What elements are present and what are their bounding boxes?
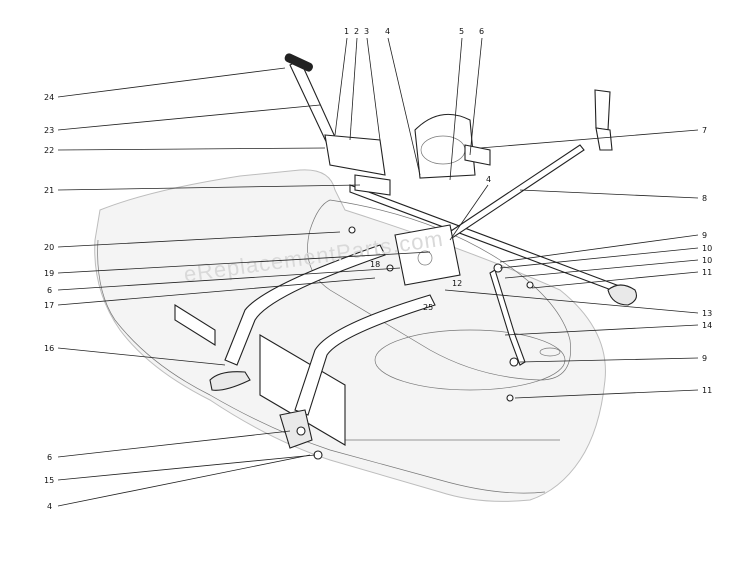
callout-4-left: 4	[47, 502, 52, 511]
callout-6-left-upper: 6	[47, 286, 52, 295]
callout-9-lower: 9	[702, 354, 707, 363]
callout-7: 7	[702, 126, 707, 135]
callout-13: 13	[702, 309, 712, 318]
callout-6-top: 6	[479, 27, 484, 36]
callout-3: 3	[364, 27, 369, 36]
callout-10-upper: 10	[702, 244, 712, 253]
cross-tube	[349, 144, 637, 306]
callout-23: 23	[44, 126, 54, 135]
callout-5: 5	[459, 27, 464, 36]
callout-labels: 1 2 3 4 5 6 24 23 22 21 20 19 6 17 16 6 …	[44, 27, 712, 511]
callout-8: 8	[702, 194, 707, 203]
callout-14: 14	[702, 321, 712, 330]
hardware	[296, 226, 534, 460]
lift-arms	[209, 244, 436, 449]
belt-guard	[414, 113, 491, 179]
callout-4-top: 4	[385, 27, 390, 36]
callout-25: 25	[423, 303, 433, 312]
callout-20: 20	[44, 243, 54, 252]
spindle-linkage	[394, 224, 526, 367]
callout-4-center: 4	[486, 175, 491, 184]
lift-lever	[284, 53, 391, 196]
callout-24: 24	[44, 93, 54, 102]
callout-2: 2	[354, 27, 359, 36]
callout-21: 21	[44, 186, 54, 195]
callout-10-lower: 10	[702, 256, 712, 265]
callout-6-left-lower: 6	[47, 453, 52, 462]
rear-bracket	[594, 89, 613, 151]
callout-11-lower: 11	[702, 386, 712, 395]
callout-17: 17	[44, 301, 54, 310]
callout-18: 18	[370, 260, 380, 269]
callout-1: 1	[344, 27, 349, 36]
callout-22: 22	[44, 146, 54, 155]
callout-12: 12	[452, 279, 462, 288]
callout-16: 16	[44, 344, 54, 353]
callout-11-upper: 11	[702, 268, 712, 277]
callout-15: 15	[44, 476, 54, 485]
callout-19: 19	[44, 269, 54, 278]
leader-lines	[57, 37, 699, 507]
callout-9-upper: 9	[702, 231, 707, 240]
